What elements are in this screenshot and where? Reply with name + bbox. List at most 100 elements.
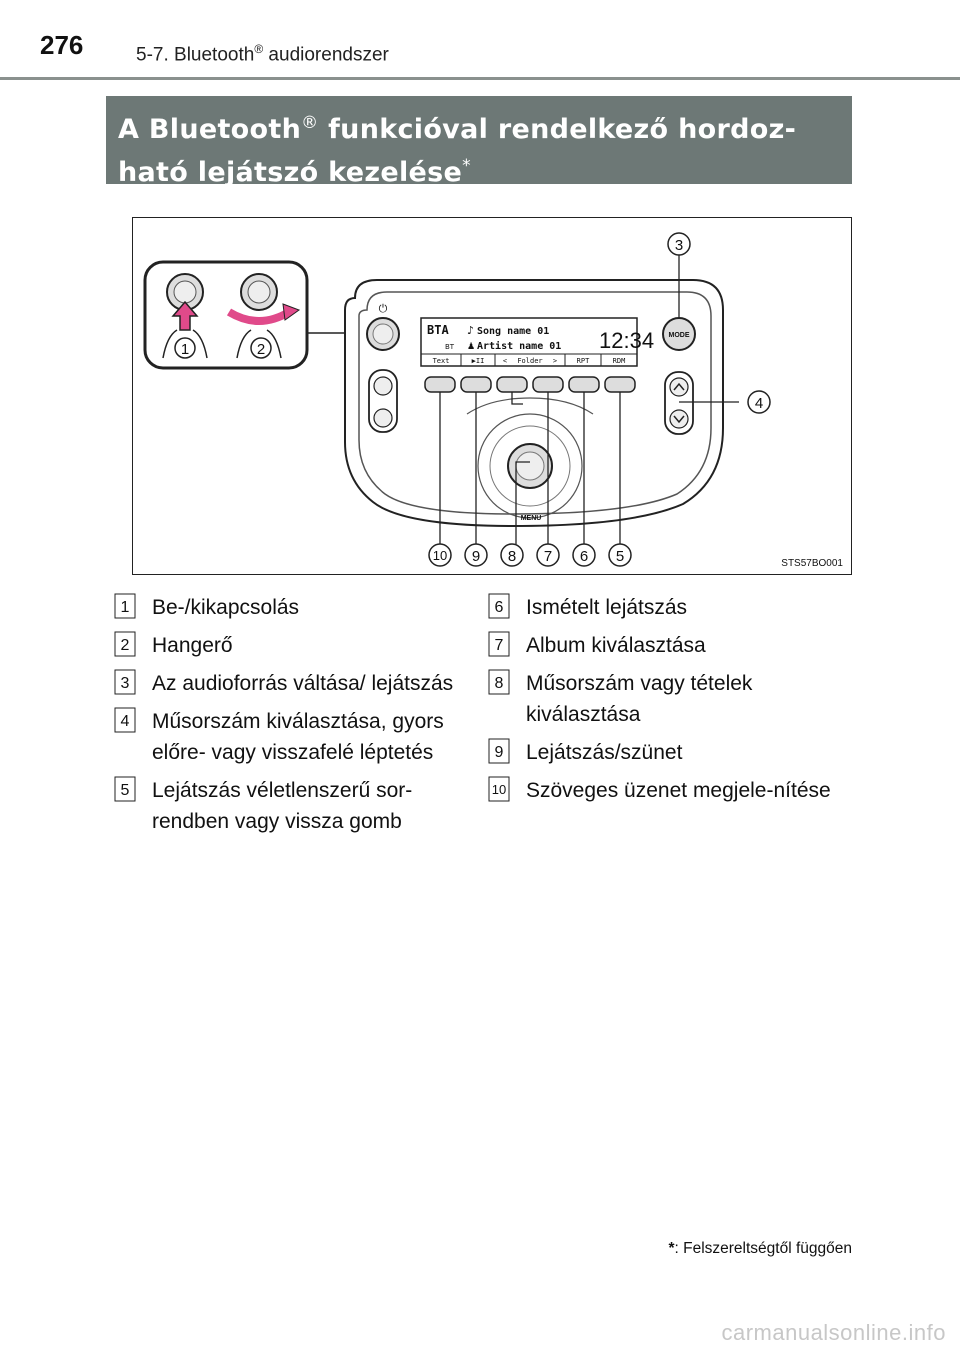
legend-item: 8 Műsorszám vagy tételek kiválasztása	[488, 668, 848, 730]
legend-text: Album kiválasztása	[526, 634, 706, 657]
svg-text:♪: ♪	[467, 324, 474, 337]
legend-text: Lejátszás véletlenszerű sor-rendben vagy…	[152, 779, 413, 833]
section-title: 5-7. Bluetooth® audiorendszer	[136, 42, 389, 66]
footnote-star: *	[668, 1240, 675, 1257]
svg-text:RPT: RPT	[577, 357, 590, 365]
svg-text:6: 6	[580, 548, 588, 565]
power-icon: ⏻	[379, 302, 388, 315]
title-banner: A Bluetooth® funkcióval rendelkező hordo…	[106, 96, 852, 188]
callout-3: 3	[667, 232, 691, 256]
svg-text:>: >	[553, 357, 557, 365]
svg-text:<: <	[503, 357, 507, 365]
legend-item: 9 Lejátszás/szünet	[488, 737, 848, 768]
svg-text:8: 8	[508, 548, 516, 565]
phone-on-hook-icon	[373, 376, 393, 396]
legend-text: Műsorszám kiválasztása, gyors előre- vag…	[152, 710, 444, 764]
legend-item: 3 Az audioforrás váltása/ lejátszás	[114, 668, 454, 699]
svg-text:10: 10	[492, 782, 506, 797]
callout-number-icon: 5	[114, 776, 136, 802]
legend-text: Az audioforrás váltása/ lejátszás	[152, 672, 454, 695]
head-unit-body: ⏻ BTA BT ♪ Song name 01 ♟ Artist name 01…	[344, 279, 724, 528]
svg-text:1: 1	[181, 341, 189, 358]
svg-text:Artist name 01: Artist name 01	[477, 340, 561, 352]
legend-text: Lejátszás/szünet	[526, 741, 683, 764]
legend-text: Hangerő	[152, 634, 233, 657]
callout-number-icon: 8	[488, 669, 510, 695]
svg-text:Folder: Folder	[517, 357, 542, 365]
svg-text:3: 3	[675, 237, 683, 254]
legend-item: 2 Hangerő	[114, 630, 454, 661]
svg-text:4: 4	[121, 713, 130, 730]
title-line-1: A Bluetooth® funkcióval rendelkező hordo…	[118, 113, 797, 145]
svg-text:8: 8	[495, 675, 504, 692]
callout-number-icon: 7	[488, 631, 510, 657]
svg-text:3: 3	[121, 675, 130, 692]
push-arrow-icon	[171, 300, 199, 331]
section-suffix: audiorendszer	[263, 44, 389, 66]
page-header: 276 5-7. Bluetooth® audiorendszer	[0, 0, 960, 80]
svg-text:Song name 01: Song name 01	[477, 326, 549, 337]
svg-text:MENU: MENU	[521, 515, 542, 522]
callout-number-icon: 10	[488, 776, 510, 802]
svg-text:10: 10	[433, 548, 447, 563]
legend-text: Ismételt lejátszás	[526, 596, 688, 619]
svg-text:BT: BT	[445, 343, 455, 351]
svg-text:5: 5	[616, 548, 624, 565]
callout-4: 4	[747, 390, 771, 414]
svg-text:2: 2	[257, 341, 265, 358]
figure-code: STS57BO001	[781, 558, 843, 569]
svg-text:7: 7	[495, 637, 504, 654]
legend-item: 1 Be-/kikapcsolás	[114, 592, 454, 623]
svg-text:12:34: 12:34	[599, 328, 654, 353]
legend-text: Szöveges üzenet megjele-nítése	[526, 779, 831, 802]
svg-text:9: 9	[495, 744, 504, 761]
legend-item: 10 Szöveges üzenet megjele-nítése	[488, 775, 848, 806]
svg-text:♟: ♟	[467, 342, 475, 352]
svg-text:▶II: ▶II	[472, 357, 485, 365]
legend-text: Be-/kikapcsolás	[152, 596, 300, 619]
svg-text:1: 1	[121, 599, 130, 616]
knob-inset: 1 2	[143, 260, 373, 370]
callout-number-icon: 2	[114, 631, 136, 657]
svg-text:6: 6	[495, 599, 504, 616]
legend-item: 5 Lejátszás véletlenszerű sor-rendben va…	[114, 775, 454, 837]
audio-unit-figure: 1 2 ⏻ BTA BT ♪ Song name 01 ♟ Artist nam…	[132, 217, 852, 575]
svg-text:9: 9	[472, 548, 480, 565]
callout-number-icon: 6	[488, 593, 510, 619]
svg-text:5: 5	[121, 782, 130, 799]
section-prefix: 5-7. Bluetooth	[136, 44, 255, 66]
title-line-2: ható lejátszó kezelése*	[118, 156, 471, 188]
callout-number-icon: 3	[114, 669, 136, 695]
callout-number-icon: 1	[114, 593, 136, 619]
display-screen	[420, 317, 638, 367]
chevron-down-icon	[669, 409, 689, 429]
footnote: *: Felszereltségtől függően	[668, 1240, 852, 1258]
rotate-arrow-icon	[226, 308, 292, 325]
watermark: carmanualsonline.info	[721, 1320, 946, 1345]
phone-off-hook-icon	[373, 408, 393, 428]
svg-text:7: 7	[544, 548, 552, 565]
legend-left: 1 Be-/kikapcsolás 2 Hangerő 3 Az audiofo…	[114, 592, 454, 844]
callout-number-icon: 9	[488, 738, 510, 764]
svg-text:4: 4	[755, 395, 763, 412]
legend-text: Műsorszám vagy tételek kiválasztása	[526, 672, 753, 726]
svg-text:RDM: RDM	[613, 357, 626, 365]
callout-row: 10 9 8 7 6 5	[428, 543, 632, 567]
audio-unit-diagram: 1 2 ⏻ BTA BT ♪ Song name 01 ♟ Artist nam…	[143, 232, 771, 567]
chevron-up-icon	[669, 377, 689, 397]
footnote-text: : Felszereltségtől függően	[674, 1240, 853, 1257]
legend-item: 7 Album kiválasztása	[488, 630, 848, 661]
svg-text:Text: Text	[433, 357, 450, 365]
svg-text:2: 2	[121, 637, 130, 654]
svg-text:MODE: MODE	[669, 332, 690, 339]
page-number: 276	[40, 30, 84, 60]
legend-item: 4 Műsorszám kiválasztása, gyors előre- v…	[114, 706, 454, 768]
footnote-mark: *	[462, 156, 471, 176]
callout-number-icon: 4	[114, 707, 136, 733]
legend-right: 6 Ismételt lejátszás 7 Album kiválasztás…	[488, 592, 848, 813]
registered-mark: ®	[254, 42, 264, 56]
legend-item: 6 Ismételt lejátszás	[488, 592, 848, 623]
header-rule	[0, 77, 960, 80]
leader-lines	[439, 254, 739, 544]
svg-text:BTA: BTA	[427, 323, 449, 337]
